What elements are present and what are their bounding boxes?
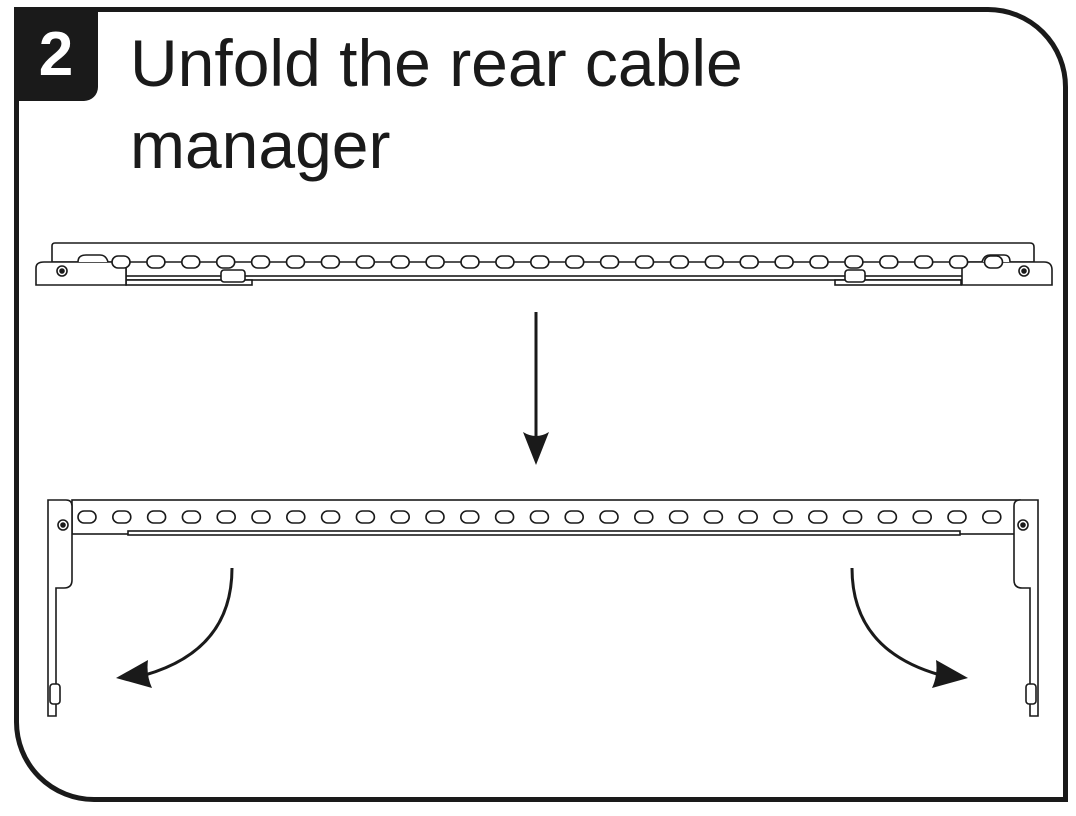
slot-hole xyxy=(564,255,585,269)
slot-hole xyxy=(495,255,515,269)
slot-hole xyxy=(877,510,898,524)
unfolded-cable-manager xyxy=(47,499,1039,717)
slot-hole xyxy=(599,255,620,269)
slot-hole xyxy=(981,510,1002,524)
slot-hole xyxy=(355,255,376,269)
slot-hole xyxy=(215,255,236,269)
slot-hole xyxy=(704,255,725,269)
slot-hole xyxy=(947,510,967,524)
slot-hole xyxy=(459,510,480,524)
slot-hole xyxy=(739,255,760,269)
slot-hole xyxy=(738,510,759,524)
slot-hole xyxy=(842,510,863,524)
instruction-panel xyxy=(14,7,1068,802)
slot-hole xyxy=(425,510,445,524)
slot-hole xyxy=(355,510,376,524)
step-title: Unfold the rear cable manager xyxy=(130,26,743,182)
slot-hole xyxy=(216,510,236,524)
slot-hole xyxy=(181,255,201,269)
slot-hole xyxy=(807,510,828,524)
slot-hole xyxy=(494,510,515,524)
slot-hole xyxy=(774,255,794,269)
slot-hole xyxy=(809,255,829,269)
step-number-badge: 2 xyxy=(14,7,98,101)
slot-hole xyxy=(529,255,550,269)
slot-hole xyxy=(390,255,411,269)
slot-hole xyxy=(285,255,306,269)
curved-arrow-right-icon xyxy=(850,567,968,688)
slot-hole xyxy=(599,510,619,524)
slot-hole xyxy=(320,510,341,524)
slot-hole xyxy=(460,255,480,269)
slot-hole xyxy=(146,255,166,269)
screw-icon xyxy=(1018,265,1030,277)
down-arrow-icon xyxy=(523,312,549,465)
slot-hole xyxy=(77,510,97,524)
slot-hole xyxy=(633,510,654,524)
folded-cable-manager xyxy=(35,242,1053,286)
slot-hole xyxy=(878,255,899,269)
slot-hole xyxy=(529,510,550,524)
screw-icon xyxy=(57,519,69,531)
screw-icon xyxy=(1017,519,1029,531)
slot-hole xyxy=(703,510,724,524)
slot-hole xyxy=(634,255,655,269)
slot-hole xyxy=(912,510,933,524)
slot-hole xyxy=(251,510,271,524)
hole-row-folded xyxy=(111,255,1004,269)
screw-icon xyxy=(56,265,68,277)
slot-hole xyxy=(948,255,969,269)
slot-hole xyxy=(146,510,167,524)
slot-hole xyxy=(390,510,411,524)
slot-hole xyxy=(111,255,131,269)
slot-hole xyxy=(983,255,1004,269)
slot-hole xyxy=(250,255,271,269)
slot-hole xyxy=(112,510,132,524)
slot-hole xyxy=(564,510,585,524)
slot-hole xyxy=(773,510,793,524)
slot-hole xyxy=(181,510,202,524)
slot-hole xyxy=(425,255,445,269)
slot-hole xyxy=(669,255,690,269)
slot-hole xyxy=(285,510,306,524)
slot-hole xyxy=(844,255,864,269)
slot-hole xyxy=(668,510,689,524)
slot-hole xyxy=(320,255,341,269)
slot-hole xyxy=(913,255,934,269)
hole-row-unfolded xyxy=(77,510,1002,524)
curved-arrow-left-icon xyxy=(116,567,234,688)
